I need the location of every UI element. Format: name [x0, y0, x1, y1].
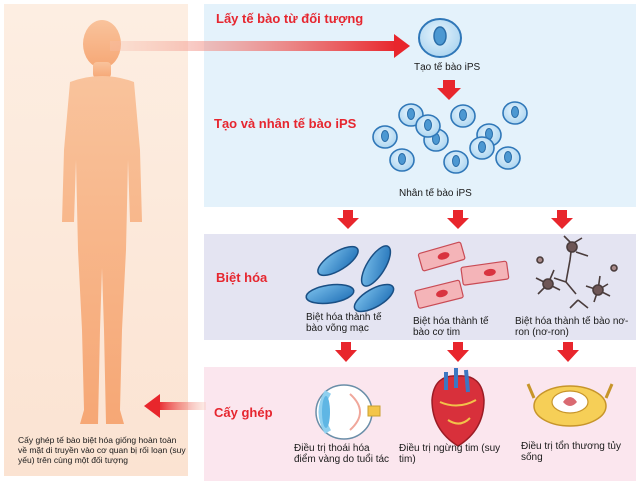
retina-cells-icon [305, 245, 395, 313]
create-ips-caption: Tạo tế bào iPS [414, 62, 481, 73]
treat-heart-label: Điều trị ngừng tim (suy tim) [399, 443, 501, 465]
heart-icon [431, 368, 485, 447]
ips-cell-icon [418, 18, 462, 58]
ips-cell-nucleus [478, 141, 486, 153]
spinal-cord-icon [526, 383, 614, 427]
ips-cell-nucleus [398, 153, 406, 165]
transplant-title: Cấy ghép [214, 405, 273, 420]
ips-cell-nucleus [381, 130, 389, 142]
treat-spinal-label: Điều trị tổn thương tủy sống [521, 441, 621, 463]
split-arrows-icon [337, 210, 573, 229]
obtain-arrow-icon [110, 34, 410, 58]
multiply-ips-title: Tạo và nhân tế bào iPS [214, 116, 357, 131]
multiply-ips-caption: Nhân tế bào iPS [399, 188, 472, 199]
cardiomyocyte-cells-icon [414, 241, 510, 309]
neuron-cells-icon [535, 235, 618, 309]
ips-cell-nucleus [511, 106, 519, 118]
differentiation-panel [204, 234, 636, 340]
down-arrow-icon [437, 80, 461, 100]
transplant-arrows-icon [335, 342, 579, 362]
diff-neuron-label: Biệt hóa thành tế bào nơ-ron (nơ-ron) [515, 316, 629, 338]
diff-cardio-label: Biệt hóa thành tế bào cơ tim [413, 316, 489, 338]
ips-cell-nucleus [459, 109, 467, 121]
obtain-cells-title: Lấy tế bào từ đối tượng [216, 11, 364, 26]
treat-macular-label: Điều trị thoái hóa điểm vàng do tuổi tác [294, 443, 390, 465]
ips-cell-nucleus [504, 151, 512, 163]
ips-cell-cluster-icon [372, 101, 528, 174]
body-caption: Cấy ghép tế bào biệt hóa giống hoàn toàn… [18, 435, 186, 465]
human-figure-icon [62, 20, 142, 424]
eye-icon [315, 384, 381, 440]
transplant-back-arrow-icon [144, 394, 206, 418]
ips-cell-nucleus [407, 108, 415, 120]
ips-cell-nucleus [424, 119, 432, 131]
ips-cell-nucleus [452, 155, 460, 167]
differentiation-title: Biệt hóa [216, 270, 268, 285]
diff-retina-label: Biệt hóa thành tế bào võng mạc [306, 312, 382, 334]
